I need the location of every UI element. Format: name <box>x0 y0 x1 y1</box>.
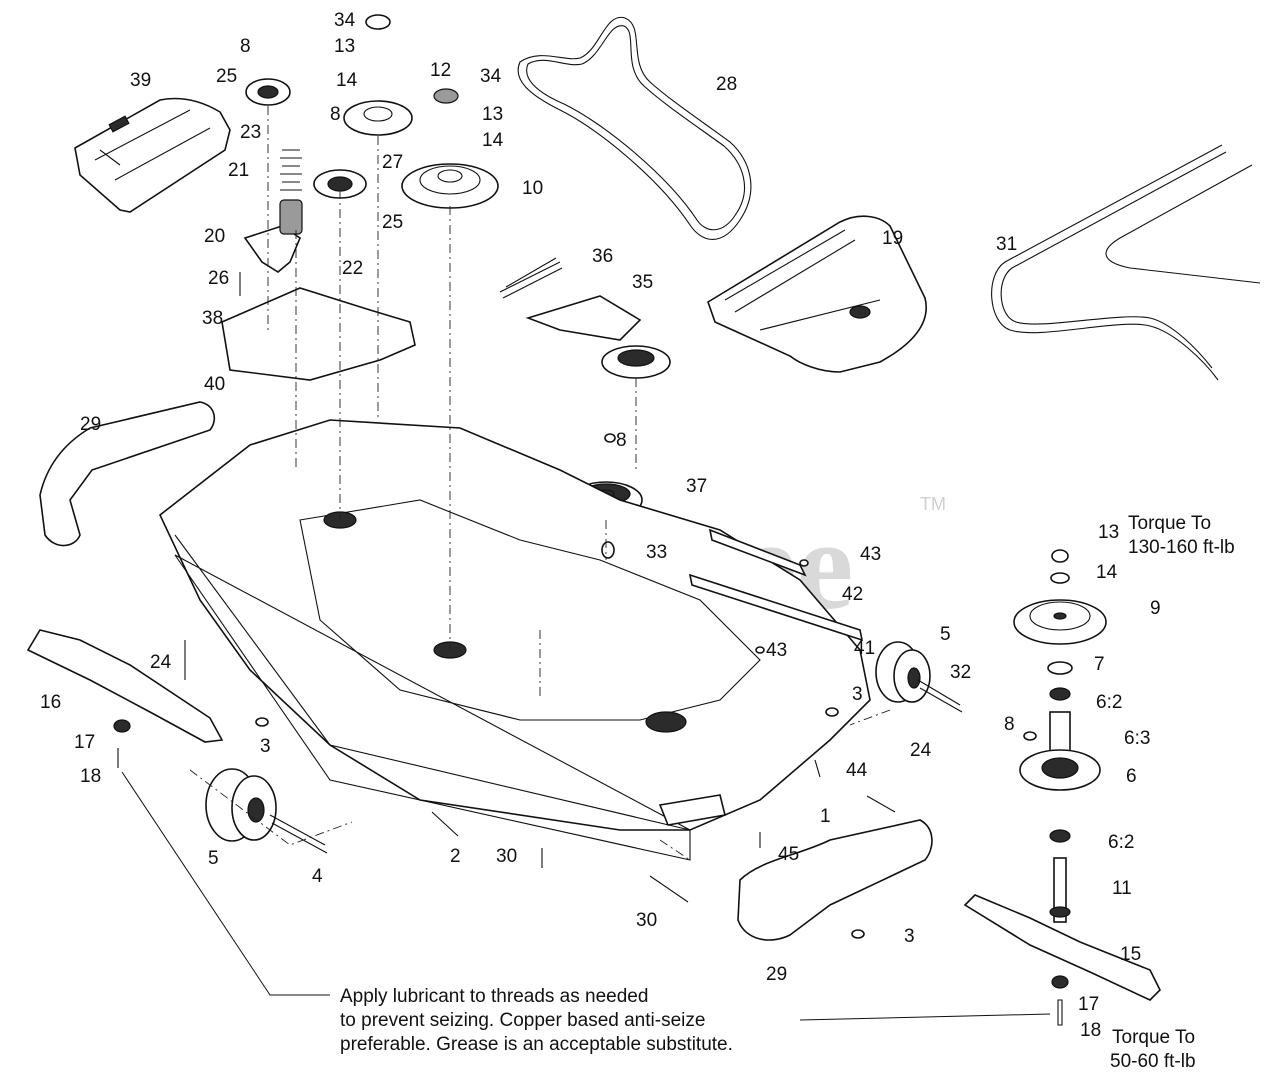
callout-20: 20 <box>204 226 225 247</box>
torque-note-blade-line2: 50-60 ft-lb <box>1110 1051 1196 1072</box>
belt-28-inner <box>526 25 745 231</box>
callout-6: 6 <box>1126 766 1137 787</box>
callout-33: 33 <box>646 542 667 563</box>
tensioner-assembly <box>499 257 671 379</box>
baffle-42 <box>708 528 807 577</box>
callout-28: 28 <box>716 74 737 95</box>
callout-4: 4 <box>312 866 323 887</box>
callout-2: 2 <box>450 846 461 867</box>
bumper-29-right <box>737 819 933 941</box>
deck-housing-1 <box>159 419 871 861</box>
callout-13: 13 <box>1098 522 1119 543</box>
callout-3: 3 <box>852 684 863 705</box>
torque-note-spindle-line2: 130-160 ft-lb <box>1128 537 1235 558</box>
callout-8: 8 <box>1004 714 1015 735</box>
callout-42: 42 <box>842 584 863 605</box>
callout-25: 25 <box>382 212 403 233</box>
callout-17: 17 <box>74 732 95 753</box>
callout-32: 32 <box>950 662 971 683</box>
callout-40: 40 <box>204 374 225 395</box>
callout-5: 5 <box>940 624 951 645</box>
callout-43: 43 <box>766 640 787 661</box>
callout-45: 45 <box>778 844 799 865</box>
lubricant-note-line3: preferable. Grease is an acceptable subs… <box>340 1034 733 1055</box>
blade-16 <box>26 629 224 743</box>
callout-11: 11 <box>1112 878 1132 899</box>
callout-18: 18 <box>80 766 101 787</box>
callout-25: 25 <box>216 66 237 87</box>
blade-15 <box>963 894 1161 1001</box>
callout-43: 43 <box>860 544 881 565</box>
callout-8: 8 <box>330 104 341 125</box>
torque-note-blade-line1: Torque To <box>1112 1027 1195 1048</box>
callout-26: 26 <box>208 268 229 289</box>
fasteners <box>113 272 1037 939</box>
spindle-assembly <box>1013 549 1107 1026</box>
callout-17: 17 <box>1078 994 1099 1015</box>
callout-31: 31 <box>996 234 1017 255</box>
gauge-wheel-5-left <box>205 768 328 854</box>
callout-13: 13 <box>482 104 503 125</box>
baffle-41 <box>688 573 864 642</box>
belt-cover-19 <box>707 215 927 373</box>
gauge-wheel-5-right <box>875 641 963 713</box>
callout-34: 34 <box>480 66 502 87</box>
callout-3: 3 <box>904 926 915 947</box>
callout-7: 7 <box>1094 654 1105 675</box>
callout-24: 24 <box>150 652 172 673</box>
callout-13: 13 <box>334 36 355 57</box>
callouts: 34 13 14 12 34 13 14 28 8 25 39 8 23 27 … <box>40 10 1161 1041</box>
callout-14: 14 <box>336 70 358 91</box>
callout-14: 14 <box>482 130 504 151</box>
callout-3: 3 <box>260 736 271 757</box>
belt-31-inner <box>1000 151 1227 369</box>
callout-6-2: 6:2 <box>1096 692 1122 713</box>
torque-note-spindle-line1: Torque To <box>1128 513 1211 534</box>
idler-plate-38 <box>221 287 416 381</box>
callout-27: 27 <box>382 152 403 173</box>
callout-19: 19 <box>882 228 903 249</box>
callout-22: 22 <box>342 258 363 279</box>
callout-39: 39 <box>130 70 151 91</box>
callout-9: 9 <box>1150 598 1161 619</box>
callout-30: 30 <box>496 846 517 867</box>
callout-36: 36 <box>592 246 613 267</box>
callout-35: 35 <box>632 272 653 293</box>
callout-41: 41 <box>854 638 875 659</box>
callout-12: 12 <box>430 60 451 81</box>
belt-28 <box>517 16 752 240</box>
bumper-29-left <box>39 401 216 547</box>
lubricant-leader-left <box>121 771 330 996</box>
callout-6-3: 6:3 <box>1124 728 1150 749</box>
callout-14: 14 <box>1096 562 1118 583</box>
callout-6-2: 6:2 <box>1108 832 1134 853</box>
callout-29: 29 <box>80 414 101 435</box>
callout-8: 8 <box>240 36 251 57</box>
lubricant-leader-right <box>799 1013 1051 1021</box>
callout-30: 30 <box>636 910 657 931</box>
callout-44: 44 <box>846 760 868 781</box>
watermark-trademark: TM <box>920 494 946 514</box>
belt-31 <box>991 144 1261 381</box>
lubricant-note-line1: Apply lubricant to threads as needed <box>340 986 648 1007</box>
belt-cover-39 <box>74 97 231 213</box>
callout-21: 21 <box>228 160 249 181</box>
callout-23: 23 <box>240 122 261 143</box>
callout-8: 8 <box>616 430 627 451</box>
callout-15: 15 <box>1120 944 1141 965</box>
callout-10: 10 <box>522 178 543 199</box>
callout-16: 16 <box>40 692 61 713</box>
callout-24: 24 <box>910 740 932 761</box>
callout-38: 38 <box>202 308 223 329</box>
callout-37: 37 <box>686 476 707 497</box>
callout-29: 29 <box>766 964 787 985</box>
lubricant-note-line2: to prevent seizing. Copper based anti-se… <box>340 1010 705 1031</box>
callout-5: 5 <box>208 848 219 869</box>
callout-34: 34 <box>334 10 356 31</box>
assembly-lines <box>189 106 891 861</box>
callout-1: 1 <box>820 806 831 827</box>
idler-arm-assembly <box>243 14 499 273</box>
callout-18: 18 <box>1080 1020 1101 1041</box>
